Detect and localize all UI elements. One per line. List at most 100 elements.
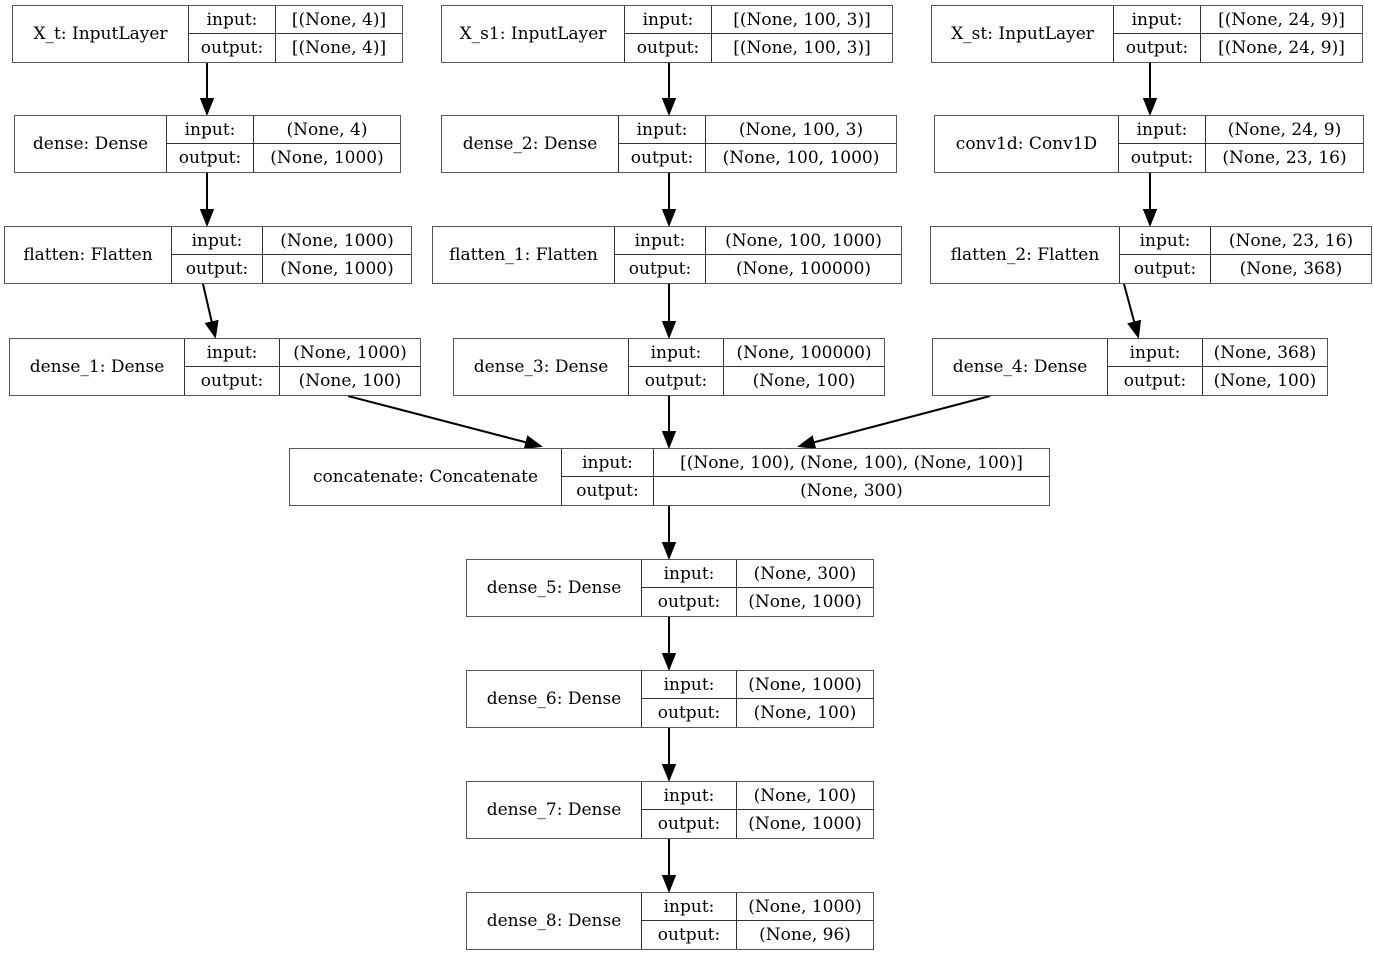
output-label-flatten: output: bbox=[172, 255, 263, 283]
input-label-dense: input: bbox=[167, 116, 254, 143]
input-label-dense_6: input: bbox=[642, 671, 737, 698]
output-shape-flatten_1: (None, 100000) bbox=[735, 259, 872, 279]
node-output-row-flatten: output: (None, 1000) bbox=[172, 255, 411, 283]
node-output-row-conv1d: output: (None, 23, 16) bbox=[1119, 144, 1363, 172]
node-input-row-dense_3: input:(None, 100000) bbox=[629, 339, 884, 367]
input-shape-X_st: [(None, 24, 9)] bbox=[1218, 9, 1345, 30]
input-shape-dense_5: (None, 300) bbox=[753, 563, 857, 584]
node-io-dense_4: input:(None, 368)output:(None, 100) bbox=[1108, 339, 1327, 395]
input-label-dense_2: input: bbox=[619, 116, 706, 143]
output-shape-conv1d: (None, 23, 16) bbox=[1222, 148, 1347, 168]
node-output-row-dense_6: output: (None, 100) bbox=[642, 699, 873, 727]
input-shape-dense_4: (None, 368) bbox=[1213, 342, 1317, 363]
output-label-flatten_2: output: bbox=[1120, 255, 1211, 283]
node-io-concatenate: input: [(None, 100), (None, 100), (None, … bbox=[562, 449, 1049, 505]
input-label-flatten_1: input: bbox=[615, 227, 706, 254]
node-label-flatten_2: flatten_2: Flatten bbox=[931, 227, 1120, 283]
node-output-row-dense_8: output: (None, 96) bbox=[642, 921, 873, 949]
output-label-dense_4: output: bbox=[1108, 367, 1203, 395]
node-input-row-X_s1: input:[(None, 100, 3)] bbox=[625, 6, 892, 34]
output-shape-dense_7: (None, 1000) bbox=[748, 814, 862, 834]
node-output-row-dense_2: output:(None, 100, 1000) bbox=[619, 144, 896, 172]
node-label-concatenate: concatenate: Concatenate bbox=[290, 449, 562, 505]
node-output-row-concatenate: output:(None, 300) bbox=[562, 477, 1049, 505]
node-label-dense_3: dense_3: Dense bbox=[454, 339, 629, 395]
input-shape-flatten_2: (None, 23, 16) bbox=[1228, 230, 1354, 251]
node-output-row-flatten_2: output: (None, 368) bbox=[1120, 255, 1371, 283]
output-shape-dense_4: (None, 100) bbox=[1213, 371, 1317, 391]
input-shape-dense_7: (None, 100) bbox=[753, 785, 857, 806]
node-output-row-dense: output:(None, 1000) bbox=[167, 144, 400, 172]
node-input-row-dense_6: input: (None, 1000) bbox=[642, 671, 873, 699]
node-input-row-dense_5: input:(None, 300) bbox=[642, 560, 873, 588]
output-label-conv1d: output: bbox=[1119, 144, 1206, 172]
output-label-dense_6: output: bbox=[642, 699, 737, 727]
node-input-row-X_t: input:[(None, 4)] bbox=[189, 6, 402, 34]
node-output-row-dense_7: output: (None, 1000) bbox=[642, 810, 873, 838]
output-label-dense_5: output: bbox=[642, 588, 737, 616]
edge-flatten_2-to-dense_4 bbox=[1123, 283, 1142, 339]
input-shape-dense: (None, 4) bbox=[286, 119, 368, 140]
input-label-X_s1: input: bbox=[625, 6, 712, 33]
node-label-dense_5: dense_5: Dense bbox=[467, 560, 642, 616]
node-io-flatten_2: input:(None, 23, 16)output:(None, 368) bbox=[1120, 227, 1371, 283]
node-io-X_s1: input:[(None, 100, 3)]output:[(None, 100… bbox=[625, 6, 892, 62]
output-label-dense_3: output: bbox=[629, 367, 724, 395]
node-input-row-dense_7: input:(None, 100) bbox=[642, 782, 873, 810]
output-label-flatten_1: output: bbox=[615, 255, 706, 283]
node-input-row-dense_8: input:(None, 1000) bbox=[642, 893, 873, 921]
node-label-dense_7: dense_7: Dense bbox=[467, 782, 642, 838]
output-label-dense_7: output: bbox=[642, 810, 737, 838]
node-output-row-X_st: output:[(None, 24, 9)] bbox=[1114, 34, 1362, 62]
node-output-row-dense_3: output:(None, 100) bbox=[629, 367, 884, 395]
input-label-conv1d: input: bbox=[1119, 116, 1206, 143]
node-io-flatten_1: input: (None, 100, 1000) output: (None, 100… bbox=[615, 227, 901, 283]
input-label-dense_1: input: bbox=[185, 339, 280, 366]
output-shape-flatten_2: (None, 368) bbox=[1239, 259, 1343, 279]
node-label-dense_4: dense_4: Dense bbox=[933, 339, 1108, 395]
input-shape-dense_6: (None, 1000) bbox=[748, 674, 862, 695]
output-shape-dense_8: (None, 96) bbox=[759, 925, 851, 945]
input-shape-dense_3: (None, 100000) bbox=[736, 342, 872, 363]
output-shape-flatten: (None, 1000) bbox=[280, 259, 394, 279]
node-output-row-X_t: output:[(None, 4)] bbox=[189, 34, 402, 62]
output-shape-dense_5: (None, 1000) bbox=[748, 592, 862, 612]
node-label-dense_1: dense_1: Dense bbox=[10, 339, 185, 395]
output-shape-X_s1: [(None, 100, 3)] bbox=[733, 38, 871, 58]
input-shape-flatten_1: (None, 100, 1000) bbox=[725, 230, 882, 251]
node-input-row-flatten_1: input: (None, 100, 1000) bbox=[615, 227, 901, 255]
node-io-dense_7: input:(None, 100)output: (None, 1000) bbox=[642, 782, 873, 838]
output-shape-X_t: [(None, 4)] bbox=[291, 38, 387, 58]
input-shape-X_t: [(None, 4)] bbox=[291, 9, 387, 30]
output-label-dense_8: output: bbox=[642, 921, 737, 949]
node-io-dense_2: input:(None, 100, 3)output:(None, 100, 1… bbox=[619, 116, 896, 172]
node-output-row-flatten_1: output: (None, 100000) bbox=[615, 255, 901, 283]
input-label-X_st: input: bbox=[1114, 6, 1201, 33]
edge-dense_4-to-concatenate bbox=[797, 395, 991, 450]
node-input-row-conv1d: input:(None, 24, 9) bbox=[1119, 116, 1363, 144]
input-label-dense_8: input: bbox=[642, 893, 737, 920]
output-shape-dense_6: (None, 100) bbox=[753, 703, 857, 723]
input-shape-concatenate: [(None, 100), (None, 100), (None, 100)] bbox=[680, 452, 1023, 473]
node-io-X_st: input: [(None, 24, 9)] output:[(None, 24, … bbox=[1114, 6, 1362, 62]
input-label-concatenate: input: bbox=[562, 449, 654, 476]
output-shape-dense_1: (None, 100) bbox=[298, 371, 402, 391]
input-shape-dense_1: (None, 1000) bbox=[293, 342, 407, 363]
